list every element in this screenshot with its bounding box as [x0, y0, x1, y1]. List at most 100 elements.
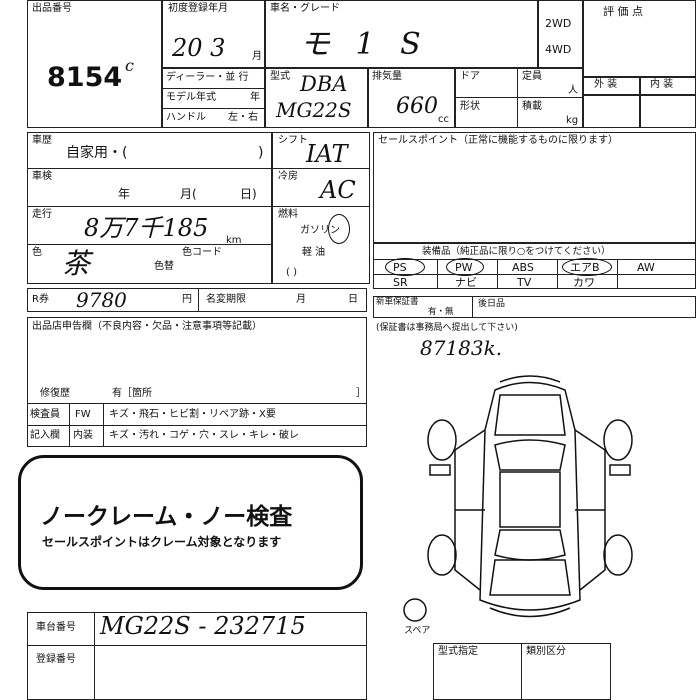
fuel-gas-circle	[328, 214, 350, 244]
spare-label: スペア	[404, 626, 431, 636]
chassis-vdivider	[94, 612, 95, 700]
chassis-divider	[27, 645, 367, 646]
mileage-value: 8万7千185	[84, 214, 209, 242]
banner-title: ノークレーム・ノー検査	[40, 504, 293, 530]
repair-close: ］	[356, 388, 366, 399]
report-box	[27, 317, 367, 447]
category-label: 類別区分	[526, 646, 566, 657]
repair-value: 有［箇所	[112, 388, 152, 399]
model-type-value-a: DBA	[300, 72, 348, 96]
equipment-div-2	[373, 274, 696, 275]
capacity-label: 定員	[522, 71, 542, 82]
type-designation-label: 型式指定	[438, 646, 478, 657]
equip-navi: ナビ	[455, 276, 477, 289]
model-year-unit: 年	[250, 92, 260, 103]
shape-label: 形状	[460, 101, 480, 112]
equip-tv: TV	[517, 276, 532, 289]
recycle-unit: 円	[182, 294, 192, 305]
dealer-box	[162, 68, 265, 128]
capacity-unit: 人	[568, 85, 578, 96]
equipment-div-1	[373, 259, 696, 260]
registration-label: 登録番号	[36, 654, 76, 665]
model-type-value-b: MG22S	[276, 98, 352, 122]
lot-number-label: 出品番号	[32, 3, 72, 14]
car-name-label: 車名・グレード	[270, 3, 340, 14]
chassis-box	[27, 612, 367, 700]
recycle-box	[27, 288, 367, 312]
equip-aw: AW	[637, 261, 655, 274]
type-designation-vdivider	[521, 643, 522, 700]
door-hdivider	[455, 97, 583, 98]
handle-value: 左・右	[228, 112, 258, 123]
inspector-label-1: 検査員	[30, 409, 60, 420]
aircon-value: AC	[320, 176, 356, 204]
equipment-col-3	[557, 259, 558, 289]
shift-label: シフト	[278, 135, 308, 146]
mileage-label: 走行	[32, 209, 52, 220]
displacement-value: 660	[396, 94, 438, 119]
dealer-label: ディーラー・並 行	[166, 72, 249, 83]
equipment-col-1	[437, 259, 438, 289]
transfer-day: 日	[348, 294, 358, 305]
warranty-box	[373, 296, 696, 318]
warranty-rear: 後日品	[478, 299, 506, 309]
equip-kawa: カワ	[573, 276, 595, 289]
color-value: 茶	[62, 247, 91, 280]
car-name-box	[265, 0, 538, 68]
car-damage-diagram	[403, 375, 633, 622]
lot-number-mark: c	[125, 56, 134, 75]
inspector-vdivider-1	[69, 404, 70, 447]
load-unit: kg	[566, 115, 579, 126]
shift-div-2	[272, 206, 370, 207]
inspector-vdivider-2	[103, 404, 104, 447]
history-close: )	[258, 145, 264, 161]
fuel-label: 燃料	[278, 209, 298, 220]
no-claim-banner	[18, 455, 363, 590]
recycle-value: 9780	[76, 288, 127, 312]
type-designation-box	[433, 643, 611, 700]
handle-label: ハンドル	[166, 112, 206, 123]
drive-box	[538, 0, 583, 68]
color-label: 色	[32, 247, 42, 258]
inspector-interior: 内装	[73, 430, 93, 441]
drive-2wd: 2WD	[545, 17, 572, 30]
repair-label: 修復歴	[40, 388, 70, 399]
shift-div-1	[272, 168, 370, 169]
dealer-divider-2	[162, 108, 265, 109]
door-box	[455, 68, 583, 128]
displacement-unit: cc	[438, 114, 449, 125]
history-value: 自家用・(	[66, 145, 128, 161]
model-year-label: モデル年式	[166, 92, 216, 103]
recycle-vdivider	[198, 288, 199, 312]
lot-number-value: 8154	[47, 62, 123, 93]
rating-vdivider	[639, 76, 641, 128]
dealer-divider-1	[162, 88, 265, 89]
inspector-label-2: 記入欄	[30, 430, 60, 441]
transfer-month: 月	[296, 294, 306, 305]
model-type-box	[265, 68, 368, 128]
transfer-label: 名変期限	[206, 294, 246, 305]
inspector-divider	[27, 425, 367, 426]
history-div-3	[27, 244, 272, 245]
door-label: ドア	[460, 71, 480, 82]
note-mileage: 87183k.	[420, 336, 503, 360]
first-reg-value: 20 3	[172, 34, 226, 62]
color-code: 色コード	[182, 247, 222, 258]
drive-4wd: 4WD	[545, 43, 572, 56]
car-name-value: モ 1 S	[300, 27, 429, 62]
fuel-gas: ガソリン	[300, 225, 340, 236]
displacement-box	[368, 68, 455, 128]
sales-point-label: セールスポイント（正常に機能するものに限ります）	[378, 135, 618, 146]
equipment-box	[373, 243, 696, 289]
shaken-month: 月(	[180, 187, 197, 201]
shift-value: IAT	[306, 140, 348, 168]
inspector-fw: FW	[75, 409, 91, 420]
displacement-label: 排気量	[372, 71, 402, 82]
history-box	[27, 132, 272, 284]
rating-exterior: 外 装	[594, 79, 618, 90]
equip-abs: ABS	[512, 261, 534, 274]
equip-ps-circle	[385, 258, 425, 276]
warranty-value: 有・無	[428, 307, 454, 317]
sales-point-box	[373, 132, 696, 243]
rating-title: 評 価 点	[603, 5, 643, 18]
